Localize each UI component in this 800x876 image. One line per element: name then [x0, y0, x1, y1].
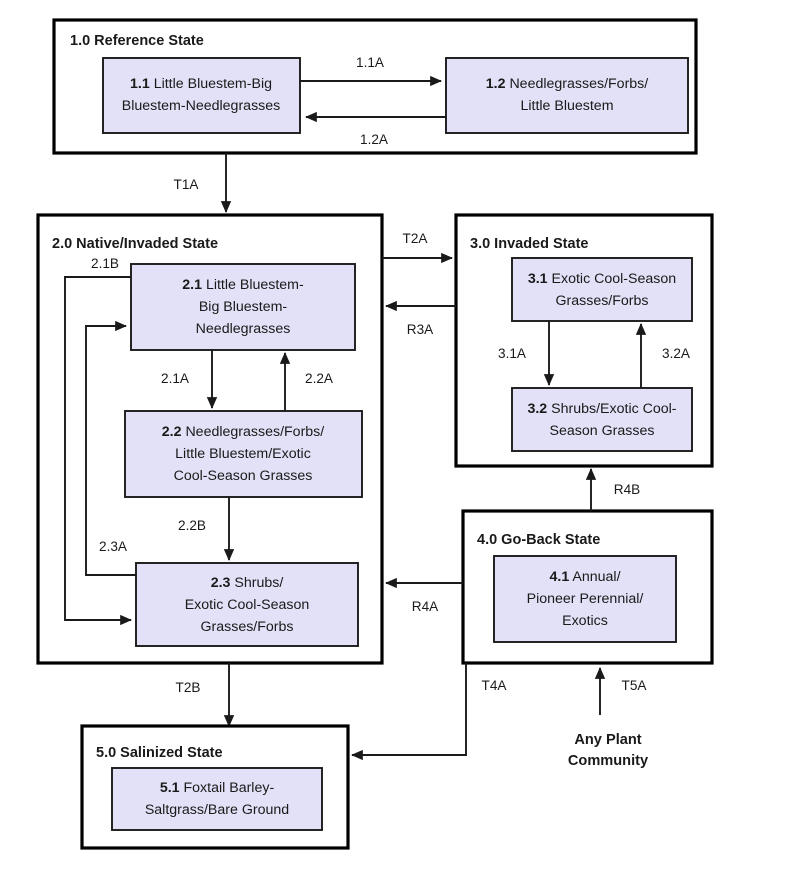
transition-label-R4A: R4A	[412, 599, 439, 614]
state-title-2-0: 2.0 Native/Invaded State	[52, 236, 218, 252]
transition-label-2-2A: 2.2A	[305, 371, 334, 386]
phase-label-2-2-line3: Cool-Season Grasses	[174, 468, 313, 484]
free-label-any-plant-community-line2: Community	[568, 753, 649, 769]
transition-label-2-1A: 2.1A	[161, 371, 190, 386]
transition-label-1-2A: 1.2A	[360, 132, 389, 147]
phase-box-1-2	[445, 57, 689, 134]
state-title-5-0: 5.0 Salinized State	[96, 745, 223, 761]
phase-number-3-1: 3.1	[528, 271, 548, 287]
phase-label-1-2-line2: Little Bluestem	[520, 98, 613, 114]
phase-number-2-2: 2.2	[162, 424, 182, 440]
phase-label-5-1-line2: Saltgrass/Bare Ground	[145, 802, 289, 818]
phase-label-3-2: 3.2 Shrubs/Exotic Cool-	[527, 401, 676, 417]
phase-label-3-1-line2: Grasses/Forbs	[555, 293, 648, 309]
state-title-1-0: 1.0 Reference State	[70, 33, 204, 49]
phase-number-1-2: 1.2	[486, 76, 506, 92]
phase-line-2-3-0: Shrubs/	[234, 575, 283, 591]
state-title-4-0: 4.0 Go-Back State	[477, 532, 600, 548]
phase-label-2-2: 2.2 Needlegrasses/Forbs/	[162, 424, 325, 440]
phase-number-1-1: 1.1	[130, 76, 150, 92]
phase-box-5-1	[111, 767, 323, 831]
transition-label-T1A: T1A	[174, 177, 200, 192]
phase-label-2-1-line2: Big Bluestem-	[199, 299, 288, 315]
transition-label-T4A: T4A	[482, 678, 508, 693]
state-title-3-0: 3.0 Invaded State	[470, 236, 588, 252]
transition-label-2-2B: 2.2B	[178, 518, 206, 533]
phase-line-3-1-0: Exotic Cool-Season	[552, 271, 677, 287]
phase-label-3-1: 3.1 Exotic Cool-Season	[528, 271, 676, 287]
transition-label-2-3A: 2.3A	[99, 539, 128, 554]
phase-box-4-1	[493, 555, 677, 643]
phase-box-3-2	[511, 387, 693, 452]
transition-arrow-2-1B	[64, 276, 132, 626]
transition-label-R3A: R3A	[407, 322, 434, 337]
phase-box-2-2	[124, 410, 363, 498]
transition-arrow-T4A	[351, 663, 467, 761]
free-label-any-plant-community-line1: Any Plant	[574, 732, 641, 748]
transition-label-T2A: T2A	[403, 231, 429, 246]
phase-label-4-1-line2: Pioneer Perennial/	[527, 591, 644, 607]
phase-line-3-2-0: Shrubs/Exotic Cool-	[551, 401, 677, 417]
transition-label-1-1A: 1.1A	[356, 55, 385, 70]
phase-label-5-1: 5.1 Foxtail Barley-	[160, 780, 275, 796]
phase-number-2-1: 2.1	[182, 277, 202, 293]
phase-line-1-1-0: Little Bluestem-Big	[154, 76, 272, 92]
phase-label-2-3-line3: Grasses/Forbs	[200, 619, 293, 635]
transition-label-T2B: T2B	[176, 680, 201, 695]
phase-line-5-1-0: Foxtail Barley-	[184, 780, 275, 796]
phase-line-1-2-0: Needlegrasses/Forbs/	[509, 76, 648, 92]
phase-line-2-1-0: Little Bluestem-	[206, 277, 304, 293]
transition-label-2-1B: 2.1B	[91, 256, 119, 271]
phase-box-2-3	[135, 562, 359, 647]
phase-label-2-2-line2: Little Bluestem/Exotic	[175, 446, 311, 462]
transition-label-T5A: T5A	[622, 678, 648, 693]
transition-arrow-2-3A	[85, 320, 136, 576]
phase-number-4-1: 4.1	[549, 569, 569, 585]
phase-label-1-2: 1.2 Needlegrasses/Forbs/	[486, 76, 649, 92]
phase-label-2-1-line3: Needlegrasses	[196, 321, 291, 337]
phase-number-3-2: 3.2	[527, 401, 547, 417]
phase-box-2-1	[130, 263, 356, 351]
phase-label-2-1: 2.1 Little Bluestem-	[182, 277, 304, 293]
transition-label-3-2A: 3.2A	[662, 346, 691, 361]
phase-number-2-3: 2.3	[211, 575, 231, 591]
phase-label-2-3: 2.3 Shrubs/	[211, 575, 284, 591]
phase-label-1-1-line2: Bluestem-Needlegrasses	[122, 98, 281, 114]
phase-line-2-2-0: Needlegrasses/Forbs/	[185, 424, 324, 440]
phase-number-5-1: 5.1	[160, 780, 180, 796]
phase-line-4-1-0: Annual/	[572, 569, 620, 585]
phase-label-1-1: 1.1 Little Bluestem-Big	[130, 76, 272, 92]
transition-label-R4B: R4B	[614, 482, 640, 497]
phase-label-4-1: 4.1 Annual/	[549, 569, 620, 585]
phase-label-2-3-line2: Exotic Cool-Season	[185, 597, 310, 613]
phase-box-3-1	[511, 257, 693, 322]
transition-label-3-1A: 3.1A	[498, 346, 527, 361]
phase-label-3-2-line2: Season Grasses	[550, 423, 655, 439]
phase-box-1-1	[102, 57, 301, 134]
phase-label-4-1-line3: Exotics	[562, 613, 608, 629]
